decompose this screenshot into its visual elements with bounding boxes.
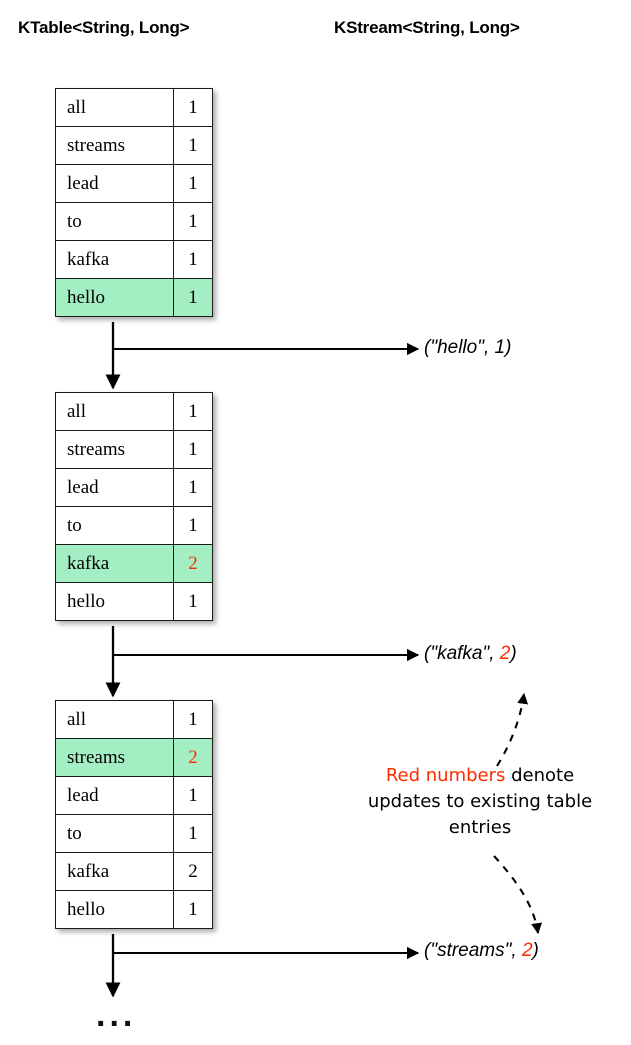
table-cell-key: hello — [55, 582, 174, 621]
stream-record-suffix: ) — [510, 643, 517, 664]
table-cell-value: 1 — [173, 202, 213, 241]
table-cell-value: 1 — [173, 164, 213, 203]
dashed-callout-down — [493, 855, 543, 935]
table-cell-value: 1 — [173, 506, 213, 545]
column-header-ktable: KTable<String, Long> — [18, 18, 190, 37]
stream-record-2: ("kafka", 2) — [424, 643, 517, 665]
stream-record-key: ("hello", — [424, 337, 495, 358]
ellipsis-more: ... — [96, 996, 137, 1034]
table-cell-value: 1 — [173, 700, 213, 739]
table-cell-key: lead — [55, 776, 174, 815]
table-cell-key: all — [55, 88, 174, 127]
table-cell-value: 1 — [173, 468, 213, 507]
table-cell-value: 2 — [173, 852, 213, 891]
table-cell-key: kafka — [55, 852, 174, 891]
annotation-red-emphasis: Red numbers — [385, 765, 506, 786]
table-cell-key: hello — [55, 890, 174, 929]
table-cell-value: 1 — [173, 126, 213, 165]
stream-record-3: ("streams", 2) — [424, 940, 539, 962]
table-cell-key: all — [55, 700, 174, 739]
table-cell-value: 1 — [173, 582, 213, 621]
stream-record-value: 1 — [494, 337, 506, 358]
table-cell-value: 1 — [173, 240, 213, 279]
table-cell-key: to — [55, 814, 174, 853]
annotation-note: Red numbers denote updates to existing t… — [356, 763, 604, 841]
table-cell-key: to — [55, 506, 174, 545]
table-cell-value: 2 — [173, 738, 213, 777]
table-cell-key: lead — [55, 164, 174, 203]
table-cell-key: streams — [55, 738, 174, 777]
stream-record-value: 2 — [499, 643, 511, 664]
dashed-callout-up — [496, 692, 529, 767]
table-cell-key: kafka — [55, 240, 174, 279]
table-cell-value: 1 — [173, 278, 213, 317]
table-cell-value: 1 — [173, 776, 213, 815]
table-cell-key: streams — [55, 126, 174, 165]
table-cell-key: streams — [55, 430, 174, 469]
table-cell-value: 1 — [173, 430, 213, 469]
table-cell-value: 1 — [173, 814, 213, 853]
stream-record-value: 2 — [521, 940, 533, 961]
stream-record-key: ("streams", — [424, 940, 522, 961]
annotation-body-text: denote updates to existing table entries — [367, 765, 593, 838]
table-cell-key: to — [55, 202, 174, 241]
column-header-kstream: KStream<String, Long> — [334, 18, 520, 37]
stream-record-suffix: ) — [532, 940, 539, 961]
stream-record-1: ("hello", 1) — [424, 337, 511, 359]
stream-record-key: ("kafka", — [424, 643, 500, 664]
table-cell-value: 2 — [173, 544, 213, 583]
table-cell-value: 1 — [173, 890, 213, 929]
stream-record-suffix: ) — [505, 337, 512, 358]
table-cell-key: kafka — [55, 544, 174, 583]
table-cell-key: lead — [55, 468, 174, 507]
table-cell-key: all — [55, 392, 174, 431]
table-cell-value: 1 — [173, 392, 213, 431]
table-cell-value: 1 — [173, 88, 213, 127]
table-cell-key: hello — [55, 278, 174, 317]
